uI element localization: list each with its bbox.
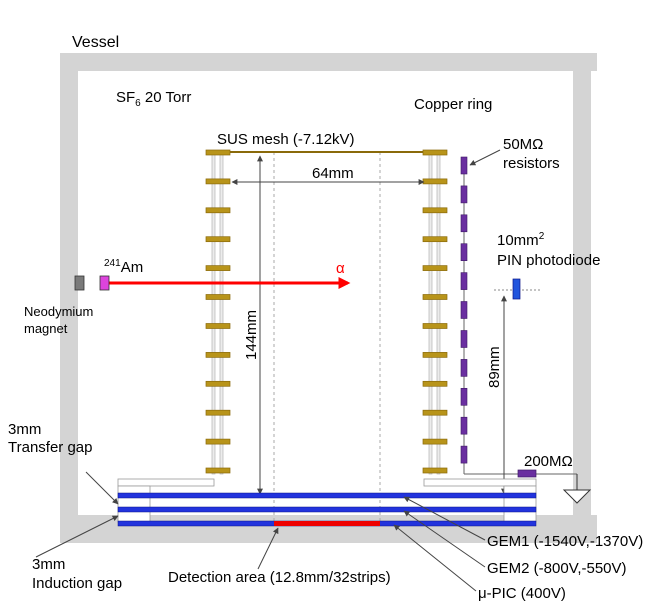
copper-ring <box>205 236 231 243</box>
leader-induction-gap <box>35 515 119 558</box>
copper-ring <box>205 409 231 416</box>
copper-ring <box>422 236 448 243</box>
copper-ring <box>422 207 448 214</box>
resistor-word-label: resistors <box>503 155 560 172</box>
resistor-value-label: 50MΩ <box>503 136 543 153</box>
am241-source <box>99 275 110 291</box>
leader-transfer-gap <box>85 471 119 505</box>
resistor <box>460 185 468 204</box>
resistor <box>460 387 468 406</box>
copper-ring <box>205 323 231 329</box>
copper-ring <box>205 467 231 474</box>
copper-ring <box>205 294 231 300</box>
leader-detection <box>257 527 279 570</box>
copper-rings-left <box>205 149 231 474</box>
copper-ring <box>422 265 448 271</box>
sus-mesh-label: SUS mesh (-7.12kV) <box>217 131 355 148</box>
am241-label: 241Am <box>104 258 143 276</box>
vessel-right-wall <box>573 53 591 543</box>
transfer-gap-label-2: Transfer gap <box>8 439 93 456</box>
resistor-chain <box>460 156 468 464</box>
induction-gap-label-1: 3mm <box>32 556 65 573</box>
resistor <box>460 416 468 435</box>
resistor <box>460 156 468 175</box>
magnet-label-2: magnet <box>24 321 68 336</box>
resistor <box>460 445 468 464</box>
ground-symbol <box>562 489 592 504</box>
resistor-200 <box>517 469 537 478</box>
detection-area-label: Detection area (12.8mm/32strips) <box>168 569 391 586</box>
copper-ring <box>205 265 231 271</box>
copper-ring-label: Copper ring <box>414 96 492 113</box>
detection-area <box>274 521 380 526</box>
copper-ring <box>205 352 231 358</box>
copper-ring <box>422 467 448 474</box>
pin-distance-label: 89mm <box>486 346 503 388</box>
leader-gem1 <box>403 496 486 541</box>
copper-ring <box>422 323 448 329</box>
leader-gem2 <box>403 510 486 568</box>
gas-label: SF6 20 Torr <box>116 89 191 109</box>
copper-rings-right <box>422 149 448 474</box>
resistor <box>460 214 468 233</box>
leader-upic <box>393 524 477 592</box>
copper-ring <box>205 149 231 156</box>
copper-ring <box>422 352 448 358</box>
copper-ring <box>205 438 231 445</box>
magnet <box>74 275 85 291</box>
pin-photodiode <box>512 278 521 300</box>
transfer-gap-label-1: 3mm <box>8 421 41 438</box>
pin-name-label: PIN photodiode <box>497 252 600 269</box>
width-dimension-label: 64mm <box>312 165 354 182</box>
resistor <box>460 359 468 377</box>
copper-ring <box>422 149 448 156</box>
copper-ring <box>422 409 448 416</box>
leader-resistors <box>469 149 501 166</box>
resistor <box>460 272 468 290</box>
upic-label: μ-PIC (400V) <box>478 585 566 602</box>
resistor <box>460 243 468 261</box>
copper-ring <box>205 207 231 214</box>
copper-ring <box>422 380 448 387</box>
copper-ring <box>422 438 448 445</box>
height-dimension-label: 144mm <box>243 310 260 360</box>
magnet-label-1: Neodymium <box>24 304 93 319</box>
gem2-label: GEM2 (-800V,-550V) <box>487 560 627 577</box>
copper-ring <box>422 178 448 185</box>
copper-ring <box>205 178 231 185</box>
pin-area-label: 10mm2 <box>497 231 545 249</box>
resistor-200-label: 200MΩ <box>524 453 573 470</box>
gem2-layer <box>117 506 537 513</box>
vessel-label: Vessel <box>72 34 119 51</box>
copper-ring <box>422 294 448 300</box>
resistor <box>460 301 468 319</box>
vessel-left-wall <box>60 53 78 543</box>
vessel-top-wall <box>60 53 597 71</box>
gem1-label: GEM1 (-1540V,-1370V) <box>487 533 643 550</box>
induction-gap-label-2: Induction gap <box>32 575 122 592</box>
alpha-label: α <box>336 260 345 277</box>
resistor <box>460 330 468 348</box>
gem1-layer <box>117 492 537 499</box>
copper-ring <box>205 380 231 387</box>
